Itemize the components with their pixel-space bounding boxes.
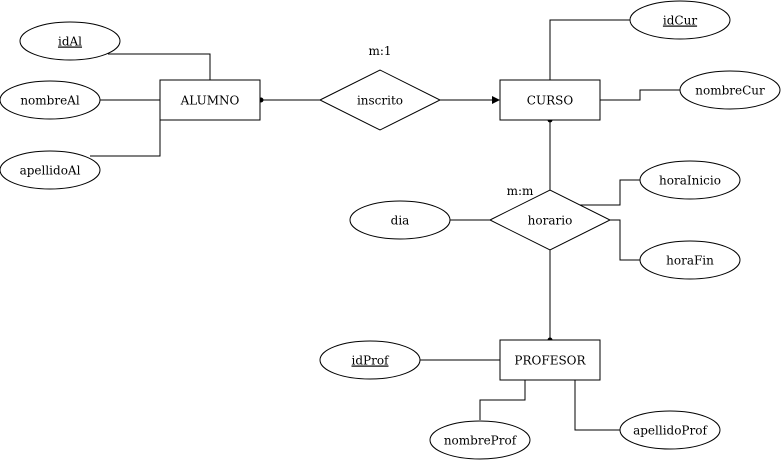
edge-horainicio-horario: [580, 179, 640, 206]
entity-curso[interactable]: CURSO: [499, 79, 601, 121]
edge-idcur-curso: [549, 19, 630, 80]
attribute-idcur-label: idCur: [663, 14, 697, 28]
attribute-horafin-label: horaFin: [666, 254, 714, 268]
attribute-dia[interactable]: dia: [349, 200, 451, 240]
attribute-idcur[interactable]: idCur: [629, 0, 731, 40]
attribute-idal-label: idAl: [58, 35, 82, 49]
edge-apellidoprof-profesor: [574, 380, 620, 431]
cardinality-horario: m:m: [507, 184, 534, 198]
entity-curso-label: CURSO: [527, 94, 574, 108]
entity-alumno[interactable]: ALUMNO: [159, 79, 261, 121]
attribute-nombreprof[interactable]: nombreProf: [429, 420, 531, 460]
edge-nombreprof-profesor: [479, 380, 526, 420]
attribute-nombreal-label: nombreAl: [20, 94, 80, 108]
attribute-horainicio[interactable]: horaInicio: [639, 160, 741, 200]
cardinality-inscrito: m:1: [368, 44, 391, 58]
attribute-nombreal[interactable]: nombreAl: [0, 80, 101, 120]
relationship-horario[interactable]: horario: [488, 189, 612, 251]
edge-horafin-horario: [610, 219, 640, 261]
entity-profesor[interactable]: PROFESOR: [499, 339, 601, 381]
connectors: [90, 19, 680, 431]
relationship-inscrito[interactable]: inscrito: [318, 69, 442, 131]
attribute-nombrecur-label: nombreCur: [695, 84, 765, 98]
entity-profesor-label: PROFESOR: [514, 354, 586, 368]
entity-alumno-label: ALUMNO: [180, 94, 240, 108]
attribute-dia-label: dia: [391, 214, 410, 228]
relationship-horario-label: horario: [528, 214, 573, 228]
attribute-horafin[interactable]: horaFin: [639, 240, 741, 280]
relationship-inscrito-label: inscrito: [357, 94, 403, 108]
attribute-idprof[interactable]: idProf: [319, 340, 421, 380]
edge-idal-alumno: [108, 53, 211, 80]
attribute-apellidoprof[interactable]: apellidoProf: [619, 410, 721, 450]
attribute-apellidoal[interactable]: apellidoAl: [0, 150, 101, 190]
attribute-nombreprof-label: nombreProf: [444, 434, 518, 448]
attribute-idal[interactable]: idAl: [19, 21, 121, 61]
attribute-nombrecur[interactable]: nombreCur: [679, 70, 781, 110]
edge-nombrecur-curso: [600, 89, 680, 101]
attribute-apellidoprof-label: apellidoProf: [633, 424, 708, 438]
edge-apellidoal-alumno: [90, 120, 161, 157]
attribute-horainicio-label: horaInicio: [659, 174, 721, 188]
arrowhead-curso: [492, 96, 500, 104]
attribute-idprof-label: idProf: [352, 354, 391, 368]
attribute-apellidoal-label: apellidoAl: [20, 164, 81, 178]
